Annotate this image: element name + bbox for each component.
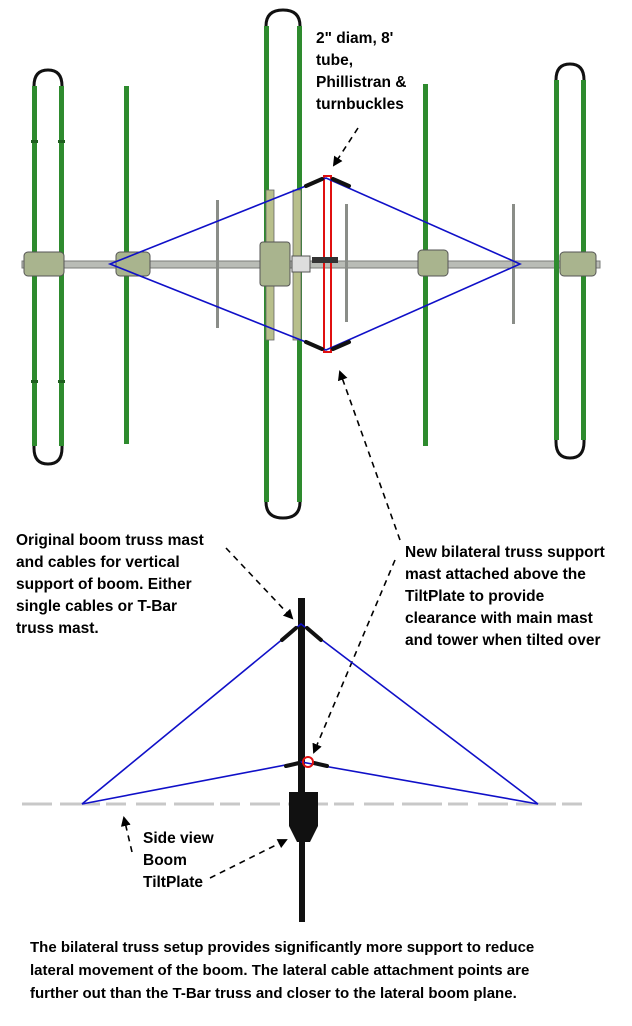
lateral-truss-cables [107, 177, 522, 351]
caption: The bilateral truss setup provides signi… [30, 936, 534, 1005]
callout-arrows [120, 127, 401, 879]
caption-line: further out than the T-Bar truss and clo… [30, 985, 517, 1002]
tiltplate [289, 792, 318, 842]
arrow-original-truss [225, 547, 294, 620]
original-truss-line: Original boom truss mast [16, 532, 204, 549]
vertical-truss-cables [81, 622, 539, 805]
arrow-new-truss-side [312, 559, 396, 754]
tube-label-line: Phillistran & [316, 74, 407, 91]
top-view-yagi [21, 8, 601, 520]
new-truss-line: clearance with main mast [405, 610, 593, 627]
side-view-line: Side view [143, 830, 214, 847]
tube-label: 2" diam, 8' tube, Phillistran & turnbuck… [316, 28, 406, 116]
new-truss-line: mast attached above the [405, 566, 586, 583]
truss-mast [298, 598, 305, 794]
original-truss-line: single cables or T-Bar [16, 598, 178, 615]
tube-label-line: 2" diam, 8' [316, 30, 394, 47]
side-view-line: Boom [143, 852, 187, 869]
new-truss-line: and tower when tilted over [405, 632, 601, 649]
turnbuckle-side-low-left [284, 761, 301, 768]
side-view-label: Side view Boom TiltPlate [143, 828, 214, 894]
turnbuckle-side-low-right [312, 761, 329, 768]
side-view-line: TiltPlate [143, 874, 204, 891]
feed-bar [312, 257, 338, 263]
turnbuckle-bottom-left [304, 340, 324, 351]
clamp-driven [259, 241, 291, 287]
arrow-new-truss-top [337, 370, 401, 541]
clamp-center [291, 255, 311, 273]
tube-label-line: turnbuckles [316, 96, 404, 113]
original-truss-line: support of boom. Either [16, 576, 192, 593]
red-attachment-circle [302, 756, 314, 768]
clamp-1 [23, 251, 65, 277]
turnbuckle-side-top-left [280, 626, 298, 642]
arrow-side-view-1 [120, 816, 133, 853]
element-7 [512, 204, 515, 324]
side-view [22, 598, 592, 922]
clamp-8 [559, 251, 597, 277]
main-mast [299, 840, 305, 922]
original-truss-line: truss mast. [16, 620, 99, 637]
caption-line: lateral movement of the boom. The latera… [30, 962, 530, 979]
new-truss-line: New bilateral truss support [405, 544, 605, 561]
lateral-truss-cables-side [81, 761, 539, 805]
new-truss-label: New bilateral truss support mast attache… [405, 542, 605, 652]
original-truss-line: and cables for vertical [16, 554, 180, 571]
turnbuckle-bottom-right [331, 340, 351, 351]
clamp-6 [417, 249, 449, 277]
turnbuckle-top-right [331, 177, 351, 188]
element-3 [216, 200, 219, 328]
original-truss-label: Original boom truss mast and cables for … [16, 530, 204, 640]
turnbuckle-top-left [304, 177, 324, 188]
turnbuckle-side-top-right [305, 626, 323, 642]
arrow-side-view-2 [209, 839, 288, 879]
boom [21, 260, 601, 269]
new-truss-line: TiltPlate to provide [405, 588, 545, 605]
arrow-tube [332, 127, 359, 167]
tube-label-line: tube, [316, 52, 354, 69]
caption-line: The bilateral truss setup provides signi… [30, 939, 535, 956]
red-truss-mast-top [323, 175, 332, 353]
element-5 [345, 204, 348, 322]
